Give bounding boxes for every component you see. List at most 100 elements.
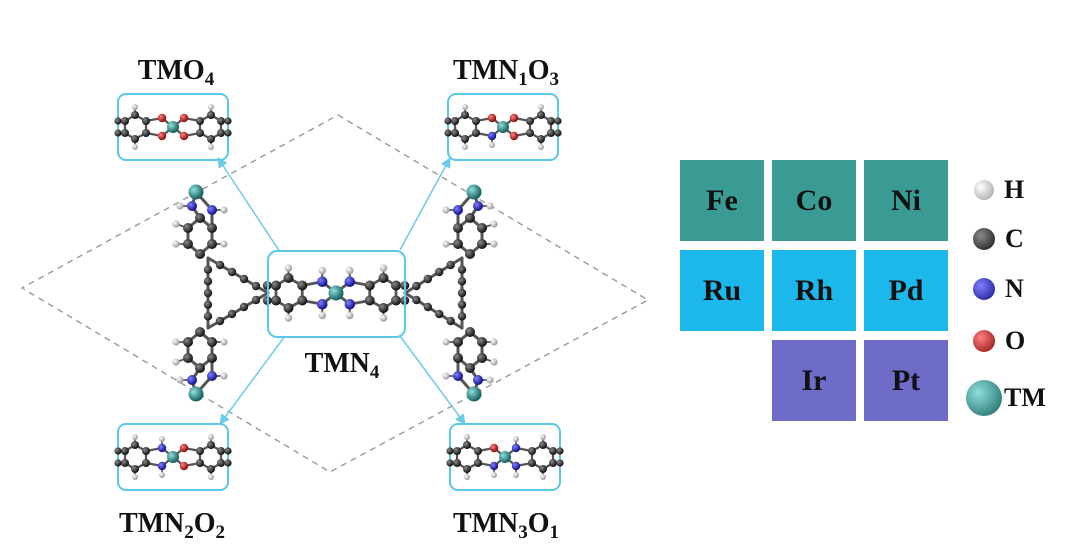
atom-h <box>540 474 546 480</box>
atom-c <box>203 288 213 298</box>
element-cell-co: Co <box>772 160 856 241</box>
unit-cell-outline <box>20 114 650 473</box>
label-tmn4: TMN4 <box>305 348 380 383</box>
atom-c <box>526 117 534 125</box>
atom-h <box>462 144 468 150</box>
atom-c <box>451 129 459 137</box>
label-tmn2o2: TMN2O2 <box>119 508 225 543</box>
atom-c <box>547 117 555 125</box>
atom-c <box>215 316 225 326</box>
atom-c <box>477 337 487 347</box>
atom-h <box>346 311 354 320</box>
atom-c <box>217 447 225 455</box>
atom-c <box>114 117 122 125</box>
atom-h <box>442 206 450 214</box>
atom-h <box>318 266 326 275</box>
arrow-to-bottom-left <box>219 335 286 425</box>
atom-c <box>472 117 480 125</box>
atom-c <box>457 312 467 321</box>
atom-c <box>251 295 261 305</box>
atom-c <box>203 277 213 286</box>
atom-c <box>453 337 463 347</box>
atom-h <box>284 314 293 322</box>
legend-item-n: N <box>973 274 1024 304</box>
atom-h <box>379 264 388 272</box>
framework-molecule <box>172 184 498 402</box>
atom-c <box>196 129 204 137</box>
frame-tmn2o2 <box>117 423 229 491</box>
atom-h <box>172 240 180 248</box>
atom-c <box>251 281 261 291</box>
arrows <box>217 157 466 425</box>
element-cell-ir: Ir <box>772 340 856 421</box>
legend-label: O <box>1005 326 1026 355</box>
atom-h <box>208 144 214 150</box>
atom-c <box>423 274 432 284</box>
atom-c <box>446 447 454 455</box>
legend-ball-tm <box>966 380 1002 416</box>
atom-c <box>271 280 281 291</box>
arrow-to-bottom-right <box>399 335 466 425</box>
element-cell-ni: Ni <box>864 160 948 241</box>
atom-tm <box>188 184 204 200</box>
legend-label: TM <box>1004 383 1046 412</box>
frame-tmn4-center <box>267 250 406 338</box>
atom-c <box>412 295 421 305</box>
atom-c <box>463 441 471 449</box>
atom-tm <box>499 451 511 463</box>
atom-c <box>528 459 536 467</box>
atom-c <box>526 129 534 137</box>
atom-tm <box>328 285 344 301</box>
atom-c <box>451 117 459 125</box>
atom-h <box>442 372 450 380</box>
atom-c <box>121 129 129 137</box>
atom-c <box>183 239 193 249</box>
atom-c <box>224 117 232 125</box>
atom-h <box>489 142 495 148</box>
atom-c <box>539 465 547 473</box>
atom-c <box>457 288 467 298</box>
atom-c <box>183 337 193 347</box>
atom-c <box>195 213 205 223</box>
atom-h <box>176 202 184 210</box>
atom-c <box>477 239 487 249</box>
element-cell-pt: Pt <box>864 340 948 421</box>
atom-c <box>227 267 237 277</box>
atom-c <box>465 327 475 337</box>
atom-h <box>208 104 214 110</box>
atom-c <box>554 117 562 125</box>
atom-n <box>187 201 197 211</box>
atom-c <box>549 447 557 455</box>
atom-c <box>203 300 213 309</box>
atom-c <box>196 459 204 467</box>
atom-c <box>239 302 249 312</box>
atom-c <box>114 447 122 455</box>
atom-c <box>131 111 139 119</box>
atom-c <box>446 260 455 270</box>
atom-c <box>195 327 205 337</box>
atom-h <box>220 240 228 248</box>
legend-label: H <box>1004 175 1025 204</box>
atom-c <box>183 353 193 363</box>
atom-c <box>477 353 487 363</box>
atom-h <box>208 434 214 440</box>
atom-c <box>556 447 564 455</box>
atom-o <box>509 131 519 141</box>
legend-ball-c <box>973 228 995 250</box>
atom-c <box>207 135 215 143</box>
atom-c <box>215 260 225 270</box>
atom-h <box>490 338 498 346</box>
atom-h <box>442 338 450 346</box>
atom-c <box>207 111 215 119</box>
motif-molecules <box>114 104 564 480</box>
frame-tmo4 <box>117 93 229 161</box>
atom-h <box>491 472 497 478</box>
atom-h <box>540 434 546 440</box>
legend-ball-n <box>973 278 995 300</box>
atom-h <box>462 104 468 110</box>
atom-c <box>465 363 475 373</box>
atom-c <box>364 295 375 306</box>
atom-c <box>207 239 217 249</box>
atom-c <box>378 273 389 283</box>
atom-c <box>271 295 281 306</box>
